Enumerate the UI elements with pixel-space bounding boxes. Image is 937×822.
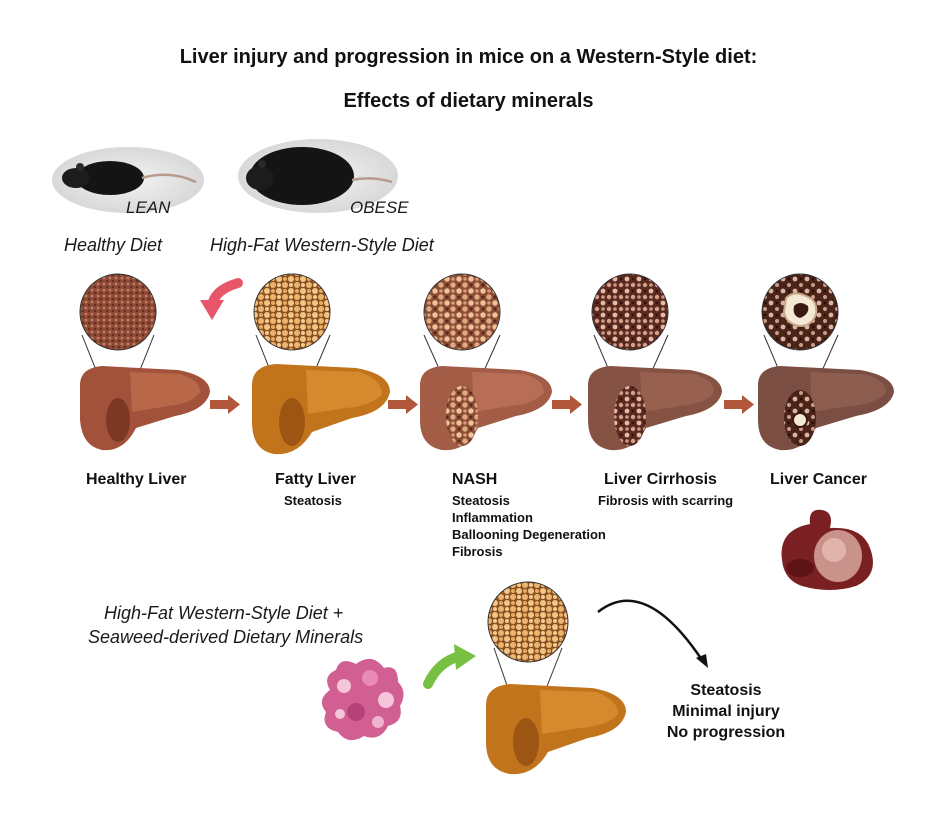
green-curved-arrow: [423, 644, 476, 689]
outcome-minimal-injury: Minimal injury: [672, 703, 780, 720]
western-plus-minerals-line2: Seaweed-derived Dietary Minerals: [88, 627, 364, 647]
fatty-liver-illustration: [252, 273, 390, 455]
western-diet-label: High-Fat Western-Style Diet: [210, 235, 434, 255]
healthy-diet-label: Healthy Diet: [64, 235, 163, 255]
seaweed-minerals-image: [321, 658, 404, 741]
title-line-2: Effects of dietary minerals: [343, 90, 594, 112]
title-line-1: Liver injury and progression in mice on …: [179, 46, 758, 68]
obese-mouse-image: [238, 139, 398, 213]
nash-detail-inflammation: Inflammation: [452, 510, 533, 525]
healthy-liver-illustration: [79, 273, 210, 451]
stage-name-liver-cirrhosis: Liver Cirrhosis: [604, 471, 717, 488]
lean-label: LEAN: [126, 198, 171, 217]
stage-name-healthy-liver: Healthy Liver: [86, 471, 187, 488]
stage-name-fatty-liver: Fatty Liver: [275, 471, 356, 488]
black-curved-arrow: [597, 599, 708, 668]
outcome-steatosis: Steatosis: [690, 682, 762, 699]
cancer-liver-illustration: [758, 273, 894, 451]
fatty-liver-detail: Steatosis: [284, 493, 342, 508]
western-plus-minerals-line1: High-Fat Western-Style Diet +: [104, 603, 344, 623]
nash-detail-steatosis: Steatosis: [452, 493, 510, 508]
nash-detail-fibrosis: Fibrosis: [452, 544, 503, 559]
stage-name-liver-cancer: Liver Cancer: [770, 471, 867, 488]
outcome-no-progression: No progression: [666, 724, 786, 741]
cirrhosis-liver-illustration: [588, 273, 722, 451]
red-curved-arrow: [200, 278, 243, 320]
progression-arrows: [210, 395, 754, 414]
mineral-fatty-liver-illustration: [486, 581, 626, 775]
cirrhosis-detail: Fibrosis with scarring: [598, 493, 734, 508]
nash-detail-ballooning: Ballooning Degeneration: [452, 527, 606, 542]
outcome-text: Steatosis Minimal injury No progression: [646, 680, 806, 743]
stage-name-nash: NASH: [452, 471, 498, 488]
tumor-photo: [781, 509, 873, 590]
nash-liver-illustration: [420, 273, 552, 451]
obese-label: OBESE: [350, 198, 409, 217]
lean-mouse-image: [52, 147, 204, 213]
